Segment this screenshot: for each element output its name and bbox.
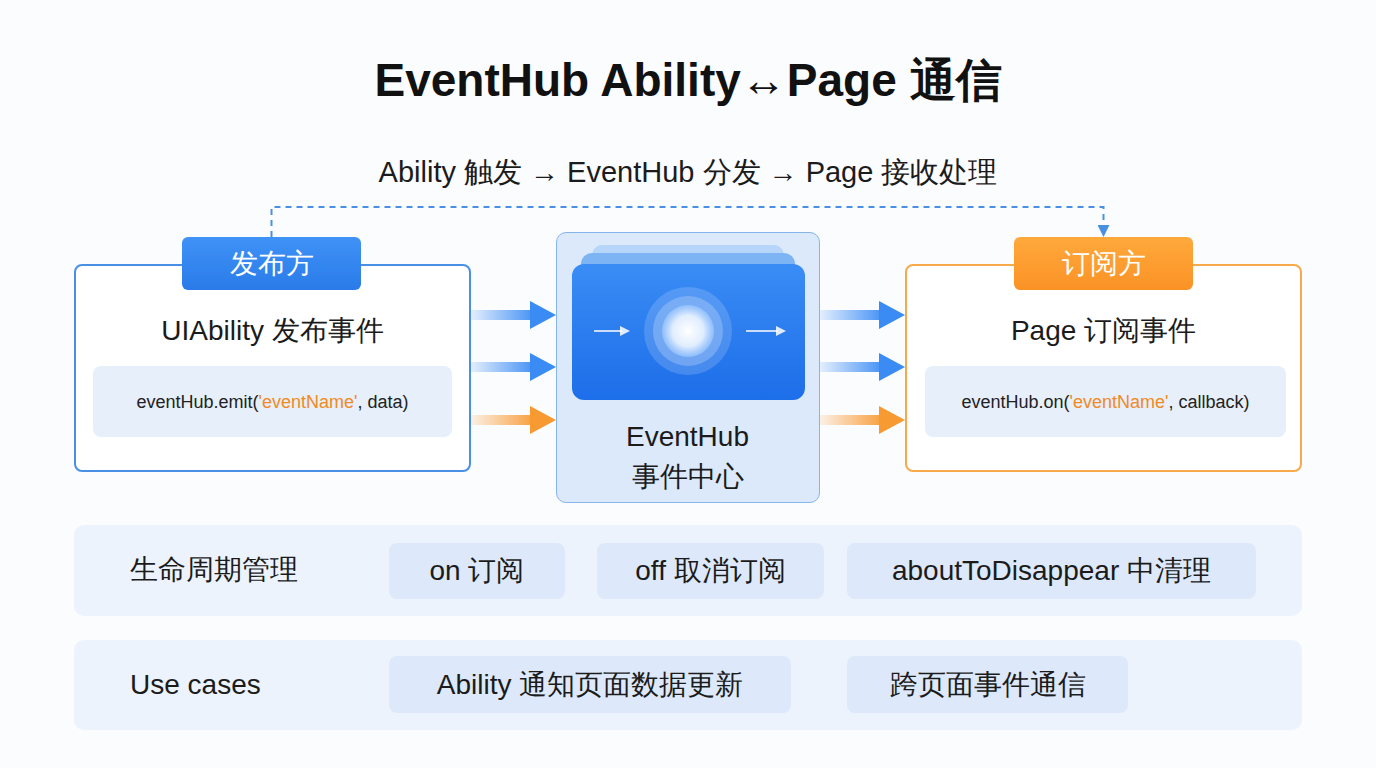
info-band: 生命周期管理 on 订阅 off 取消订阅 aboutToDisappear 中清理 xyxy=(74,525,1302,616)
box-heading: Use cases xyxy=(130,667,261,703)
box-label: on 订阅 xyxy=(430,553,525,589)
box-heading: Page 订阅事件 xyxy=(907,313,1300,349)
info-band: Use cases Ability 通知页面数据更新 跨页面事件通信 xyxy=(74,640,1302,730)
box-heading: UIAbility 发布事件 xyxy=(76,313,469,349)
role-badge: 发布方 xyxy=(182,237,361,290)
glow-core xyxy=(662,305,714,357)
flow-arrow xyxy=(471,310,538,320)
box-label: eventHub.emit('eventName', data) xyxy=(136,384,408,420)
box-label: 订阅方 xyxy=(1062,246,1146,282)
glow-ring xyxy=(644,287,732,375)
code-token: 'eventName' xyxy=(1070,392,1169,412)
code-box: eventHub.emit('eventName', data) xyxy=(93,366,452,437)
glow-ring xyxy=(653,296,723,366)
flow-arrow-head xyxy=(620,326,630,336)
code-token: , callback) xyxy=(1168,392,1249,412)
flow-arrow xyxy=(594,330,622,332)
tag-pill: aboutToDisappear 中清理 xyxy=(847,543,1256,599)
flow-arrow xyxy=(746,330,778,332)
code-box: eventHub.on('eventName', callback) xyxy=(925,366,1286,437)
flow-arrow xyxy=(820,362,887,372)
back-card xyxy=(581,253,795,283)
tag-pill: 跨页面事件通信 xyxy=(847,656,1128,713)
back-card xyxy=(592,245,784,275)
hub-card xyxy=(572,264,805,400)
diagram-title: EventHub Ability↔Page 通信 xyxy=(0,52,1376,108)
tag-pill: on 订阅 xyxy=(389,543,565,599)
box-label: eventHub.on('eventName', callback) xyxy=(961,384,1249,420)
flow-arrow xyxy=(820,415,887,425)
box-label: aboutToDisappear 中清理 xyxy=(892,553,1211,589)
code-token: 'eventName' xyxy=(259,392,358,412)
box-heading: 生命周期管理 xyxy=(130,552,298,588)
box-label: 发布方 xyxy=(230,246,314,282)
tag-pill: off 取消订阅 xyxy=(597,543,824,599)
flow-arrow xyxy=(471,415,538,425)
publisher-box: UIAbility 发布事件发布方eventHub.emit('eventNam… xyxy=(74,264,471,472)
box-label: Ability 通知页面数据更新 xyxy=(437,667,743,703)
box-heading: EventHub 事件中心 xyxy=(613,417,763,497)
tag-pill: Ability 通知页面数据更新 xyxy=(389,656,791,713)
event-hub-box: EventHub 事件中心 xyxy=(556,232,820,503)
box-label: off 取消订阅 xyxy=(635,553,785,589)
edge-group xyxy=(272,207,1104,420)
code-token: , data) xyxy=(357,392,408,412)
code-token: eventHub.emit( xyxy=(136,392,258,412)
flow-arrow xyxy=(820,310,887,320)
subscriber-box: Page 订阅事件订阅方eventHub.on('eventName', cal… xyxy=(905,264,1302,472)
role-badge: 订阅方 xyxy=(1014,237,1193,290)
dashed-flow-arrow xyxy=(272,207,1104,237)
flow-subtitle: Ability 触发 → EventHub 分发 → Page 接收处理 xyxy=(0,152,1376,192)
flow-arrow-head xyxy=(776,326,786,336)
box-label: 跨页面事件通信 xyxy=(890,667,1086,703)
code-token: eventHub.on( xyxy=(961,392,1069,412)
flow-arrow xyxy=(471,362,538,372)
